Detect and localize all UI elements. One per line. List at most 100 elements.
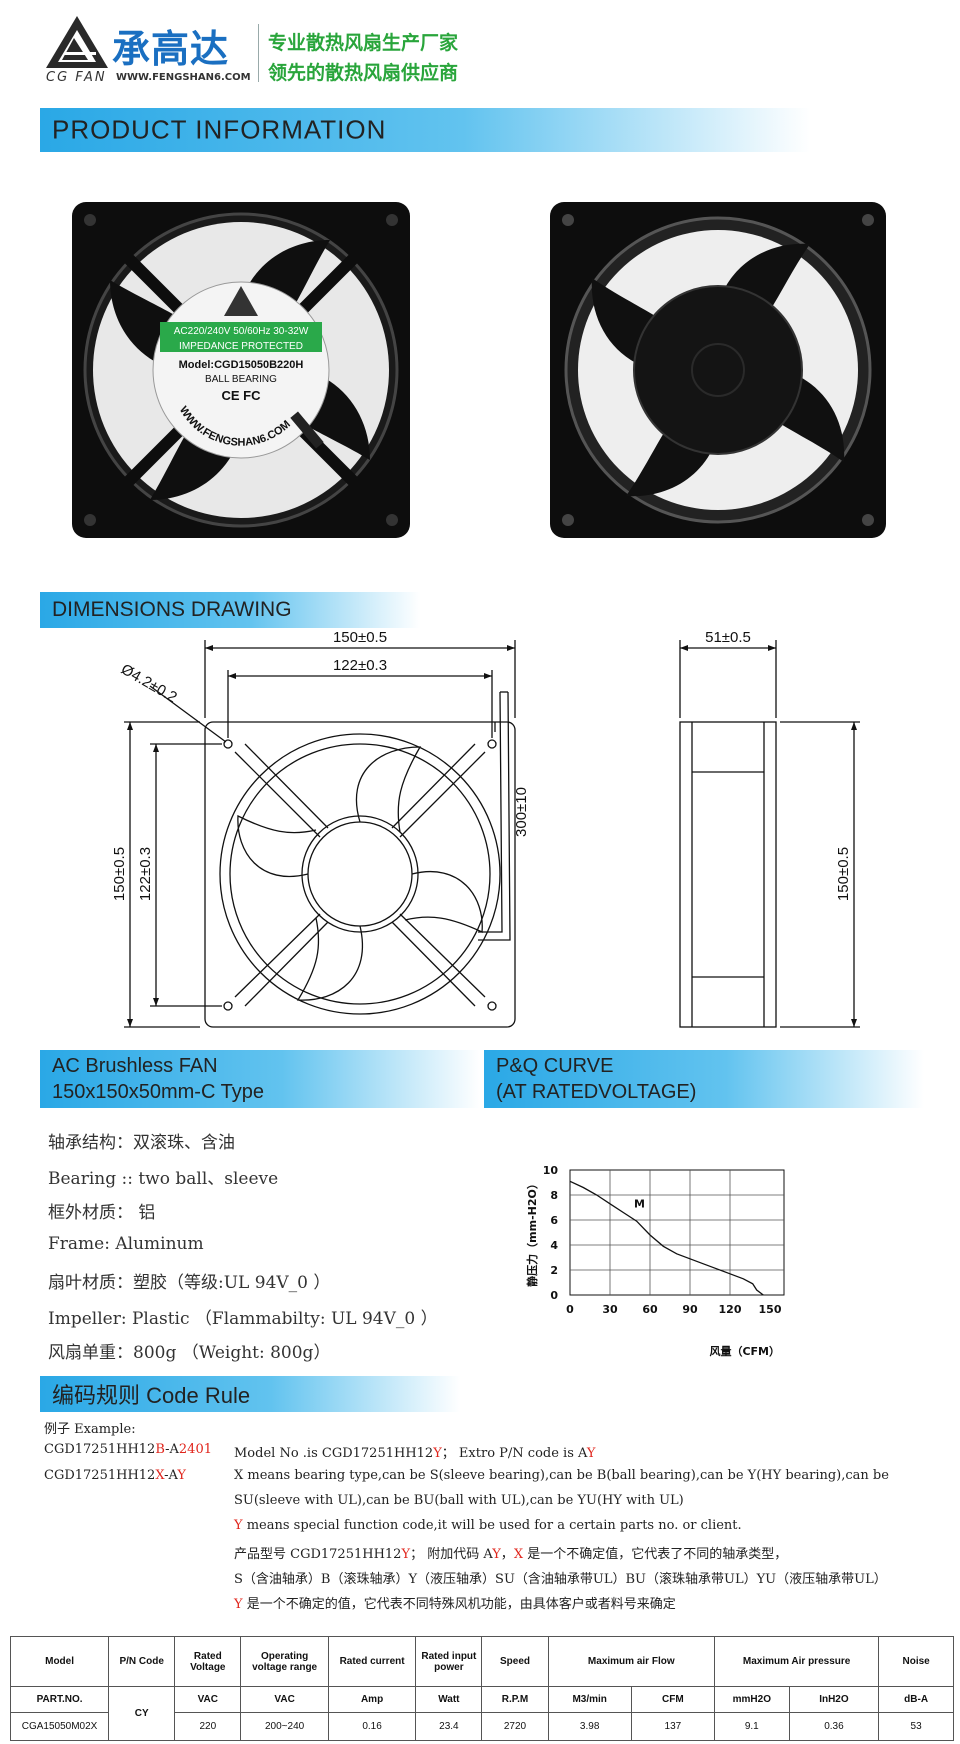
ex2-base: CGD17251HH12 [44, 1468, 156, 1483]
tu-watt: Watt [415, 1686, 483, 1713]
fan-label-line3: Model:CGD15050B220H [179, 359, 304, 371]
brand-url: WWW.FENGSHAN6.COM [116, 72, 251, 83]
cn3-y: Y [234, 1597, 243, 1612]
fan-label-line2: IMPEDANCE PROTECTED [179, 341, 303, 352]
td-pressure-mm: 9.1 [713, 1712, 790, 1741]
ac-prefix: AC [52, 1055, 80, 1077]
chart-x-tick-label: 90 [682, 1303, 698, 1316]
chart-x-tick-label: 150 [759, 1303, 782, 1316]
spec-impeller-en: Impeller: Plastic （Flammabilty: UL 94V_0… [48, 1309, 438, 1329]
code-y-text: means special function code,it will be u… [242, 1518, 742, 1533]
td-speed: 2720 [481, 1712, 549, 1741]
tu-part-no: PART.NO. [9, 1686, 110, 1713]
table-row: CGA15050M02X 220 200~240 0.16 23.4 2720 … [9, 1712, 954, 1741]
dim-side-height: 150±0.5 [835, 847, 852, 901]
tu-amp: Amp [327, 1686, 417, 1713]
spec-table: Model P/N Code Rated Voltage Operating v… [9, 1636, 954, 1741]
code-rule-banner: 编码规则 Code Rule [40, 1376, 460, 1412]
spec-frame-cn: 框外材质： 铝 [48, 1203, 156, 1223]
code-cn-line1: 产品型号 CGD17251HH12Y； 附加代码 AY，X 是一个不确定值，它代… [234, 1543, 787, 1562]
pq-title-block: P&Q CURVE (AT RATEDVOLTAGE) [496, 1053, 696, 1105]
dim-overall-width: 150±0.5 [333, 632, 387, 646]
chart-annotation: M [634, 1198, 645, 1211]
ex1-desc-y2: Y [586, 1446, 596, 1461]
tu-vac: VAC [174, 1686, 242, 1713]
ex1-code: 2401 [178, 1442, 212, 1457]
fan-label-line1: AC220/240V 50/60Hz 30-32W [174, 326, 309, 337]
code-example-2: CGD17251HH12X-AY [44, 1468, 186, 1483]
td-airflow-cfm: 137 [630, 1712, 715, 1741]
td-model: CGA15050M02X [9, 1712, 110, 1741]
cn1-y: Y [401, 1547, 411, 1562]
td-rated-current: 0.16 [327, 1712, 417, 1741]
cn1-b: ； 附加代码 A [410, 1547, 493, 1562]
cn1-x: X [513, 1547, 524, 1562]
fan-back-image [550, 202, 886, 538]
code-cn-line3: Y 是一个不确定的值，它代表不同特殊风机功能，由具体客户或者料号来确定 [234, 1593, 676, 1612]
pq-curve-banner: P&Q CURVE (AT RATEDVOLTAGE) [484, 1050, 924, 1108]
spec-bearing-cn: 轴承结构：双滚珠、含油 [48, 1133, 235, 1153]
dim-hole-diameter: Ø4.2±0.2 [118, 661, 180, 707]
code-rule-title: 编码规则 Code Rule [52, 1383, 251, 1408]
product-info-banner: PRODUCT INFORMATION [40, 108, 810, 152]
ex2-x: X [155, 1468, 165, 1483]
spec-weight: 风扇单重：800g （Weight: 800g） [48, 1343, 331, 1363]
chart-y-tick-label: 0 [550, 1289, 558, 1302]
th-noise: Noise [878, 1636, 954, 1687]
code-y-mark: Y [234, 1518, 243, 1533]
code-example-label: 例子 Example: [44, 1422, 136, 1437]
ac-fan-banner: AC Brushless FAN 150x150x50mm-C Type [40, 1050, 480, 1108]
page-header: 承高达 CG FAN WWW.FENGSHAN6.COM 专业散热风扇生产厂家 … [0, 0, 960, 100]
cn3-text: 是一个不确定的值，它代表不同特殊风机功能，由具体客户或者料号来确定 [242, 1597, 676, 1612]
ex1-base: CGD17251HH12 [44, 1442, 156, 1457]
pq-title: P&Q CURVE [496, 1055, 614, 1077]
td-airflow-m3: 3.98 [547, 1712, 632, 1741]
code-cn-line2: S（含油轴承）B（滚珠轴承）Y（液压轴承）SU（含油轴承带UL）BU（滚珠轴承带… [234, 1572, 887, 1587]
cn1-y2: Y [492, 1547, 501, 1562]
dim-overall-height: 150±0.5 [111, 847, 128, 901]
slogan-line2: 领先的散热风扇供应商 [268, 62, 459, 84]
ex1-desc-a: Model No .is CGD17251HH12 [234, 1446, 434, 1461]
pq-subtitle: (AT RATEDVOLTAGE) [496, 1081, 697, 1103]
ac-fan-subtitle: 150x150x50mm-C Type [52, 1081, 264, 1103]
tu-mmh2o: mmH2O [713, 1686, 790, 1713]
th-speed: Speed [481, 1636, 549, 1687]
dimensions-banner: DIMENSIONS DRAWING [40, 592, 420, 628]
dim-lead-length: 300±10 [513, 787, 530, 837]
product-info-title: PRODUCT INFORMATION [52, 114, 387, 145]
tu-rpm: R.P.M [481, 1686, 549, 1713]
th-model: Model [9, 1636, 110, 1687]
chart-x-tick-label: 30 [602, 1303, 618, 1316]
chart-y-axis-label: 静压力（mm-H2O） [525, 1178, 539, 1287]
chart-plot-frame [569, 1169, 785, 1296]
ac-fan-title: Brushless FAN [79, 1055, 218, 1077]
front-dimension-drawing: 150±0.5 122±0.3 Ø4.2±0.2 150±0.5 122±0.3… [111, 632, 530, 1028]
td-rated-power: 23.4 [415, 1712, 483, 1741]
dimensions-title: DIMENSIONS DRAWING [52, 598, 292, 621]
th-rated-current: Rated current [327, 1636, 417, 1687]
table-header-row: Model P/N Code Rated Voltage Operating v… [9, 1636, 954, 1687]
td-pressure-in: 0.36 [788, 1712, 880, 1741]
cg-fan-logo-icon [46, 16, 108, 68]
tu-m3min: M3/min [547, 1686, 632, 1713]
ex1-b: B [155, 1442, 166, 1457]
dim-hole-pitch-vertical: 122±0.3 [137, 847, 154, 901]
slogan-line1: 专业散热风扇生产厂家 [268, 32, 459, 54]
chart-y-tick-label: 8 [550, 1189, 558, 1202]
td-pn-code: CY [108, 1686, 176, 1741]
spec-bearing-en: Bearing :: two ball、sleeve [48, 1169, 279, 1189]
fan-front-image: AC220/240V 50/60Hz 30-32W IMPEDANCE PROT… [72, 202, 410, 538]
th-pn-code: P/N Code [108, 1636, 176, 1687]
spec-frame-en: Frame: Aluminum [48, 1234, 204, 1254]
code-example-1-desc: Model No .is CGD17251HH12Y； Extro P/N co… [234, 1442, 595, 1461]
chart-x-axis-label: 风量（CFM） [709, 1344, 780, 1358]
tu-cfm: CFM [630, 1686, 715, 1713]
ex1-desc-y: Y [433, 1446, 442, 1461]
fan-label-cert-marks: CE FC [222, 388, 262, 403]
chart-series-line [569, 1180, 764, 1296]
chart-y-tick-label: 10 [543, 1164, 559, 1177]
dim-hole-pitch: 122±0.3 [333, 657, 387, 674]
ac-fan-title-block: AC Brushless FAN 150x150x50mm-C Type [52, 1053, 264, 1105]
th-rated-voltage: Rated Voltage [174, 1636, 242, 1687]
brand-name-cn: 承高达 [112, 27, 230, 71]
